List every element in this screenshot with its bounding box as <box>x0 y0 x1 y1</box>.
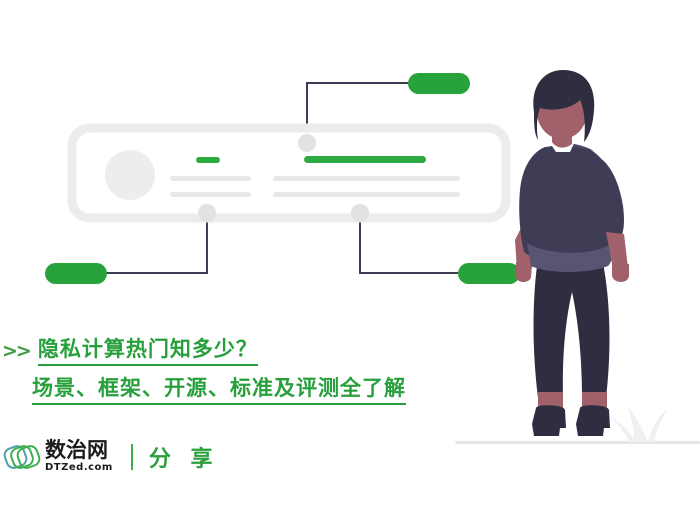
woman-hair-fringe <box>536 74 566 104</box>
woman-right-hand <box>612 262 629 282</box>
ground-line <box>455 441 700 444</box>
pill-top-right <box>408 73 470 94</box>
card-left-text-line-1 <box>170 176 251 181</box>
footer-branding: 数治网 DTZed.com 分 享 <box>2 432 219 482</box>
woman-left-hand <box>516 262 532 283</box>
headline-row-1: >> 隐私计算热门知多少？ <box>0 332 520 366</box>
dtzed-logo-icon <box>3 445 41 469</box>
logo-chinese-name: 数治网 <box>45 438 108 462</box>
footer-divider <box>130 444 133 470</box>
woman-hip <box>527 243 613 272</box>
connector-bottom-right <box>359 213 468 274</box>
avatar-placeholder-icon <box>105 150 155 200</box>
pill-bottom-left <box>45 263 107 284</box>
share-label: 分 享 <box>148 447 219 472</box>
headline-row-2: 场景、框架、开源、标准及评测全了解 <box>0 371 520 405</box>
woman-right-sleeve <box>600 158 624 240</box>
hero-illustration <box>45 70 700 444</box>
card-left-text-line-2 <box>170 192 251 197</box>
headline-block: >> 隐私计算热门知多少？ 场景、框架、开源、标准及评测全了解 <box>0 332 520 405</box>
logo-english-name: DTZed.com <box>45 462 113 473</box>
woman-pants <box>533 258 610 398</box>
node-bottom-left-icon <box>198 204 216 222</box>
plant-icon <box>612 406 668 442</box>
logo-wordmark: 数治网 DTZed.com <box>45 440 113 474</box>
card-right-accent-bar <box>304 156 426 163</box>
headline-line-2: 场景、框架、开源、标准及评测全了解 <box>32 374 406 405</box>
woman-jacket <box>519 144 615 264</box>
card-right-text-line-2 <box>273 192 460 197</box>
node-bottom-right-icon <box>351 204 369 222</box>
content-card <box>67 123 511 223</box>
node-top-icon <box>298 134 316 152</box>
woman-right-shoe-icon <box>576 405 610 436</box>
card-right-text-line-1 <box>273 176 460 181</box>
card-left-accent-bar <box>196 157 220 163</box>
connector-bottom-left <box>100 213 208 274</box>
headline-line-1: 隐私计算热门知多少？ <box>37 335 258 366</box>
pill-bottom-right <box>458 263 520 284</box>
chevron-right-icon: >> <box>2 340 32 362</box>
standing-woman-illustration <box>515 70 629 436</box>
woman-left-shoe-icon <box>532 405 566 436</box>
